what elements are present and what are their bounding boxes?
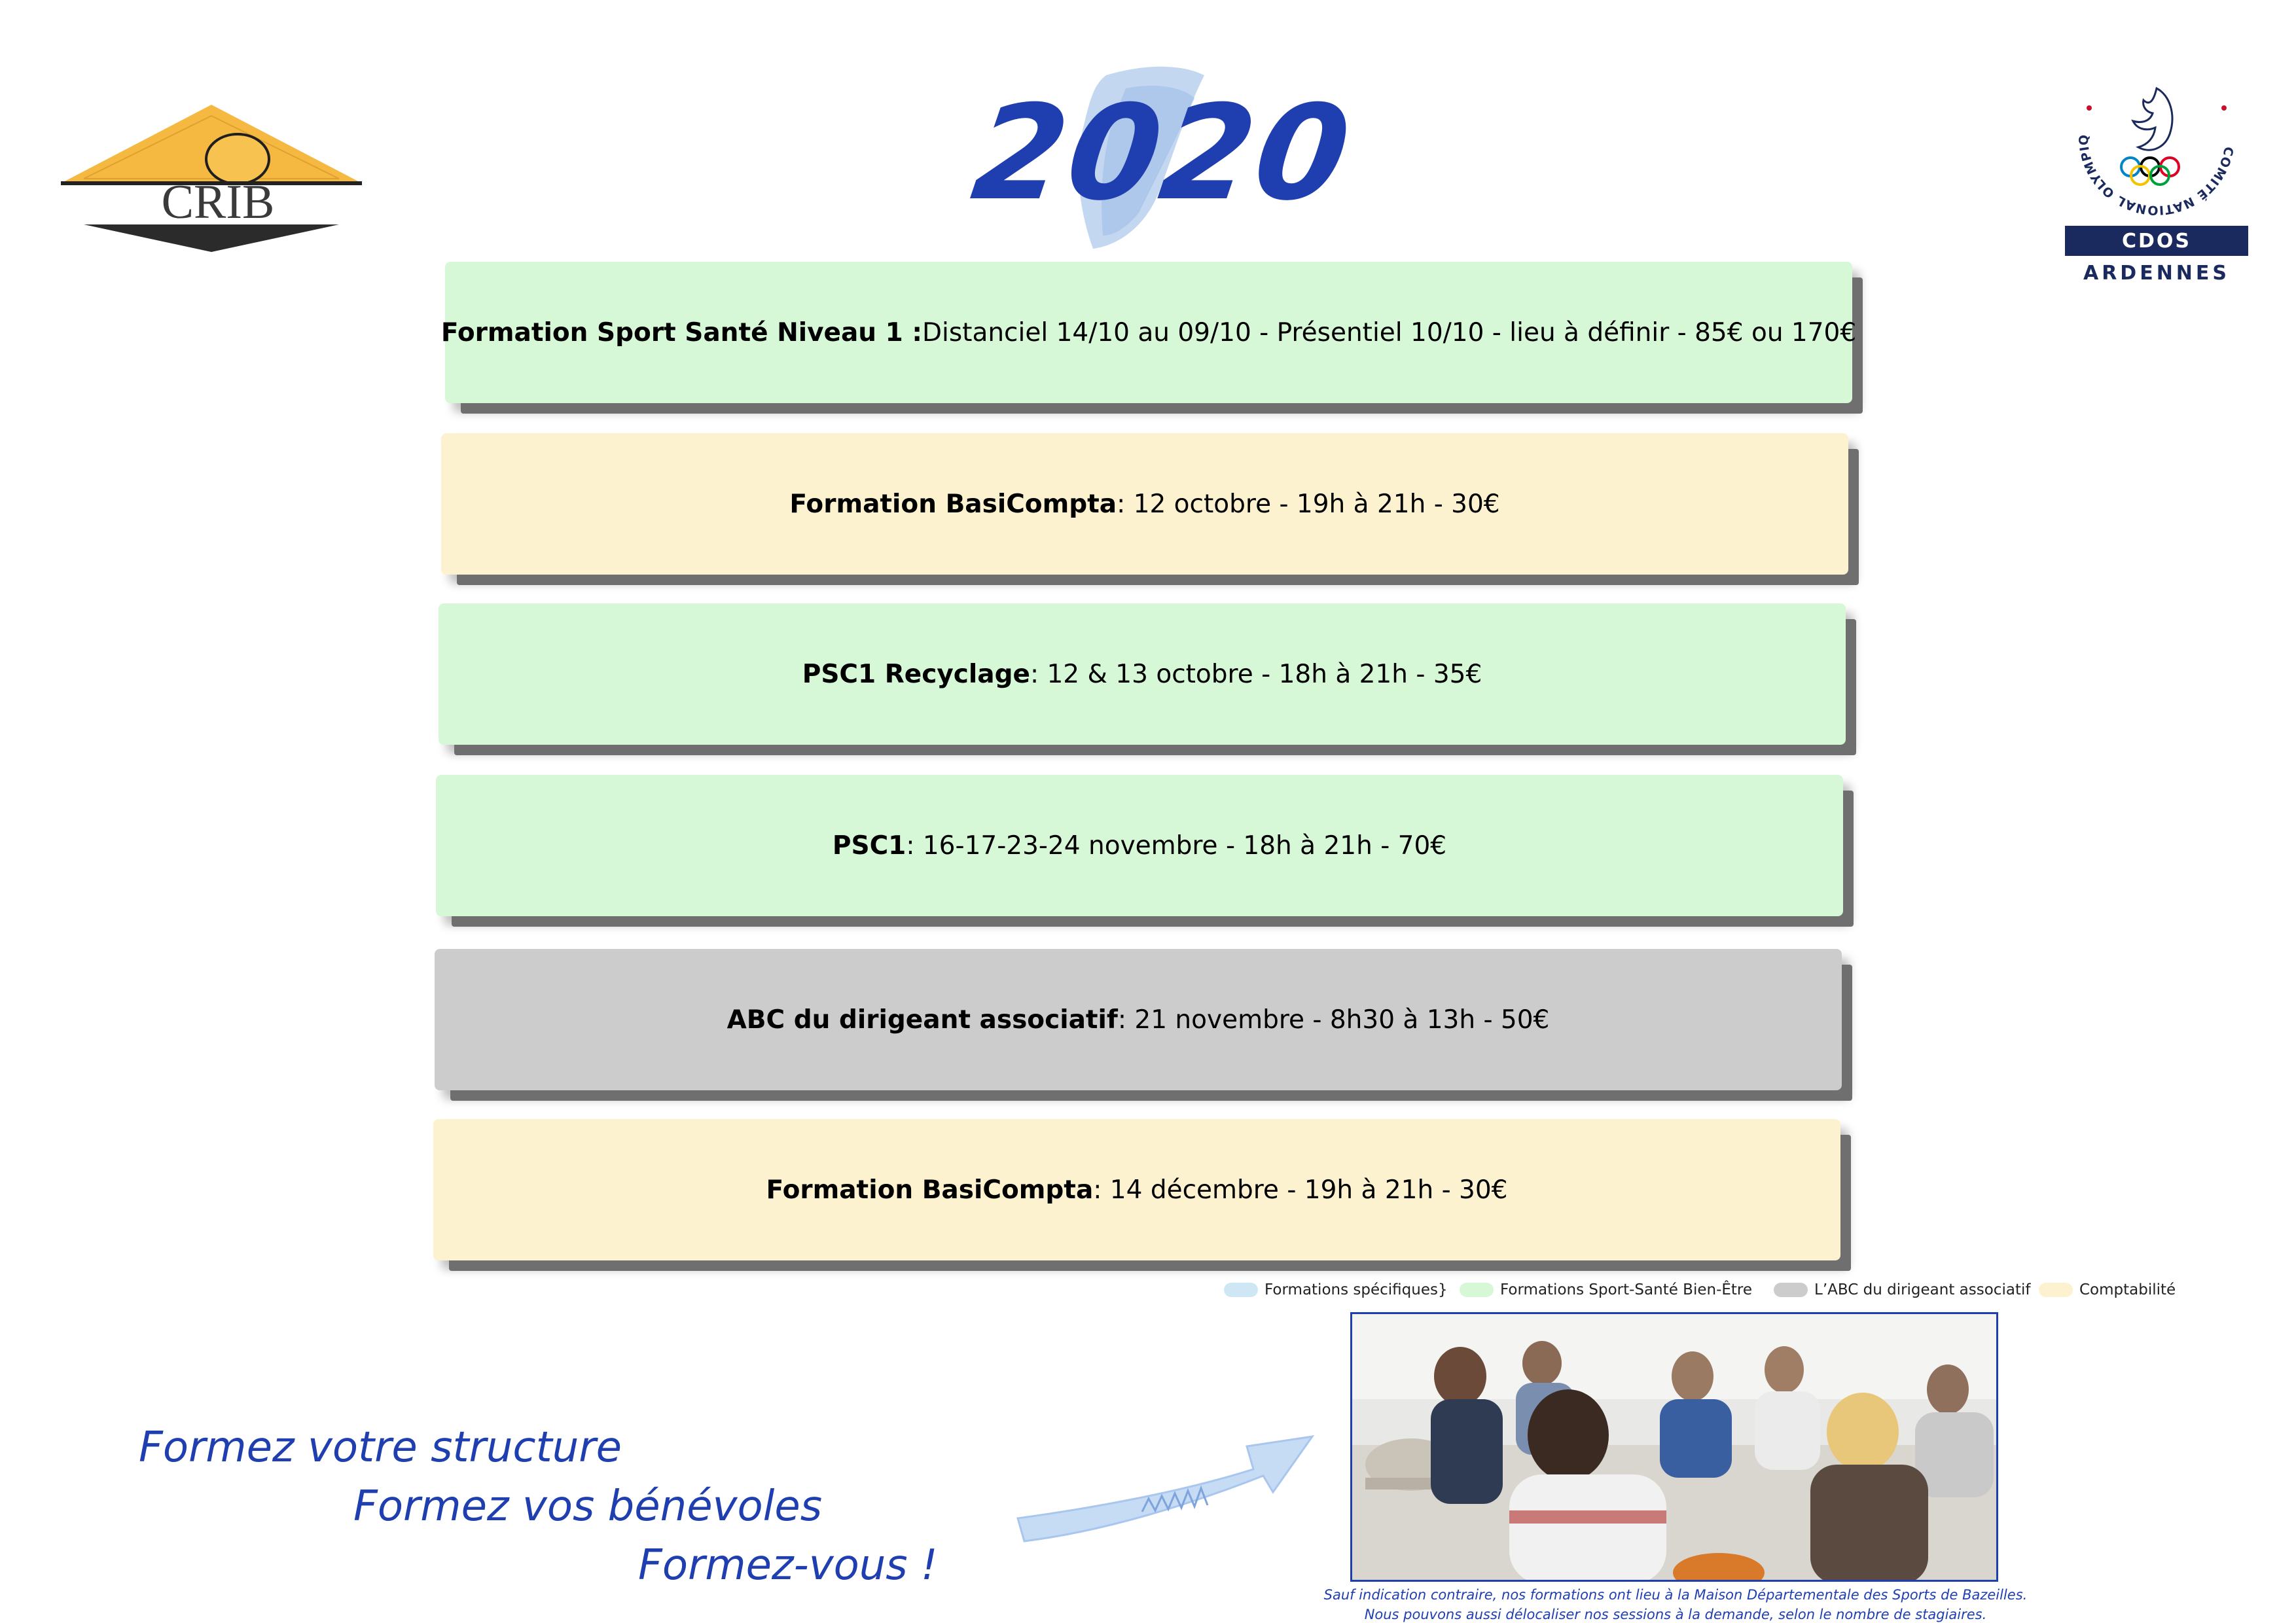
legend-item: L’ABC du dirigeant associatif <box>1774 1281 2030 1298</box>
legend-item: Formations spécifiques } <box>1224 1281 1448 1298</box>
training-card-basicompta-decembre: Formation BasiCompta : 14 décembre - 19h… <box>433 1119 1840 1260</box>
legend-label: L’ABC du dirigeant associatif <box>1814 1281 2031 1298</box>
legend-swatch <box>1774 1283 1808 1297</box>
training-details: : 16-17-23-24 novembre - 18h à 21h - 70€ <box>906 830 1447 861</box>
training-card-psc1-recyclage: PSC1 Recyclage : 12 & 13 octobre - 18h à… <box>439 603 1846 745</box>
training-name: Formation Sport Santé Niveau 1 : <box>440 317 922 348</box>
legend-label: Formations Sport-Santé Bien-Être <box>1500 1281 1753 1298</box>
cdos-ardennes-logo: COMITÉ NATIONAL OLYMPIQUE ET SPORTIF FRA… <box>2062 43 2248 285</box>
cdos-label: CDOS <box>2122 230 2191 253</box>
legend-label: Formations spécifiques <box>1265 1281 1438 1298</box>
training-card-psc1: PSC1 : 16-17-23-24 novembre - 18h à 21h … <box>436 775 1843 916</box>
note-location: Sauf indication contraire, nos formation… <box>1323 1587 2028 1603</box>
slogan-benevoles: Formez vos bénévoles <box>353 1482 823 1531</box>
crib-logo: CRIB <box>61 105 362 252</box>
training-card-sport-sante: Formation Sport Santé Niveau 1 : Distanc… <box>441 262 1856 403</box>
crib-logo-text: CRIB <box>162 175 275 229</box>
year-title: 2020 <box>964 77 1361 230</box>
legend-swatch <box>1460 1283 1494 1297</box>
training-details: : 14 décembre - 19h à 21h - 30€ <box>1093 1175 1508 1205</box>
classroom-photo <box>1350 1312 1998 1582</box>
training-details: : 12 octobre - 19h à 21h - 30€ <box>1117 489 1500 519</box>
notes: Sauf indication contraire, nos formation… <box>1322 1585 2029 1623</box>
slogan-formez-vous: Formez-vous ! <box>638 1541 938 1590</box>
training-details: : 21 novembre - 8h30 à 13h - 50€ <box>1117 1005 1550 1035</box>
brush-stroke-decoration <box>1078 66 1204 249</box>
training-name: PSC1 Recyclage <box>802 659 1030 689</box>
training-name: Formation BasiCompta <box>766 1175 1094 1205</box>
legend: Formations spécifiques } Formations Spor… <box>1224 1281 2179 1308</box>
legend-item: Comptabilité <box>2039 1281 2176 1298</box>
legend-swatch <box>1224 1283 1258 1297</box>
training-name: PSC1 <box>832 830 906 861</box>
training-details: : 12 & 13 octobre - 18h à 21h - 35€ <box>1030 659 1482 689</box>
legend-item: Formations Sport-Santé Bien-Être <box>1460 1281 1752 1298</box>
ardennes-label: ARDENNES <box>2083 262 2230 285</box>
legend-label: Comptabilité <box>2079 1281 2176 1298</box>
note-relocation: Nous pouvons aussi délocaliser nos sessi… <box>1364 1607 1987 1622</box>
training-name: ABC du dirigeant associatif <box>726 1005 1118 1035</box>
arrow-decoration <box>1016 1435 1315 1543</box>
training-card-abc-dirigeant: ABC du dirigeant associatif : 21 novembr… <box>435 949 1842 1090</box>
legend-swatch <box>2039 1283 2073 1297</box>
slogan-structure: Formez votre structure <box>139 1423 622 1472</box>
training-name: Formation BasiCompta <box>789 489 1117 519</box>
training-details: Distanciel 14/10 au 09/10 - Présentiel 1… <box>922 317 1857 348</box>
training-card-basicompta-octobre: Formation BasiCompta : 12 octobre - 19h … <box>441 433 1848 575</box>
